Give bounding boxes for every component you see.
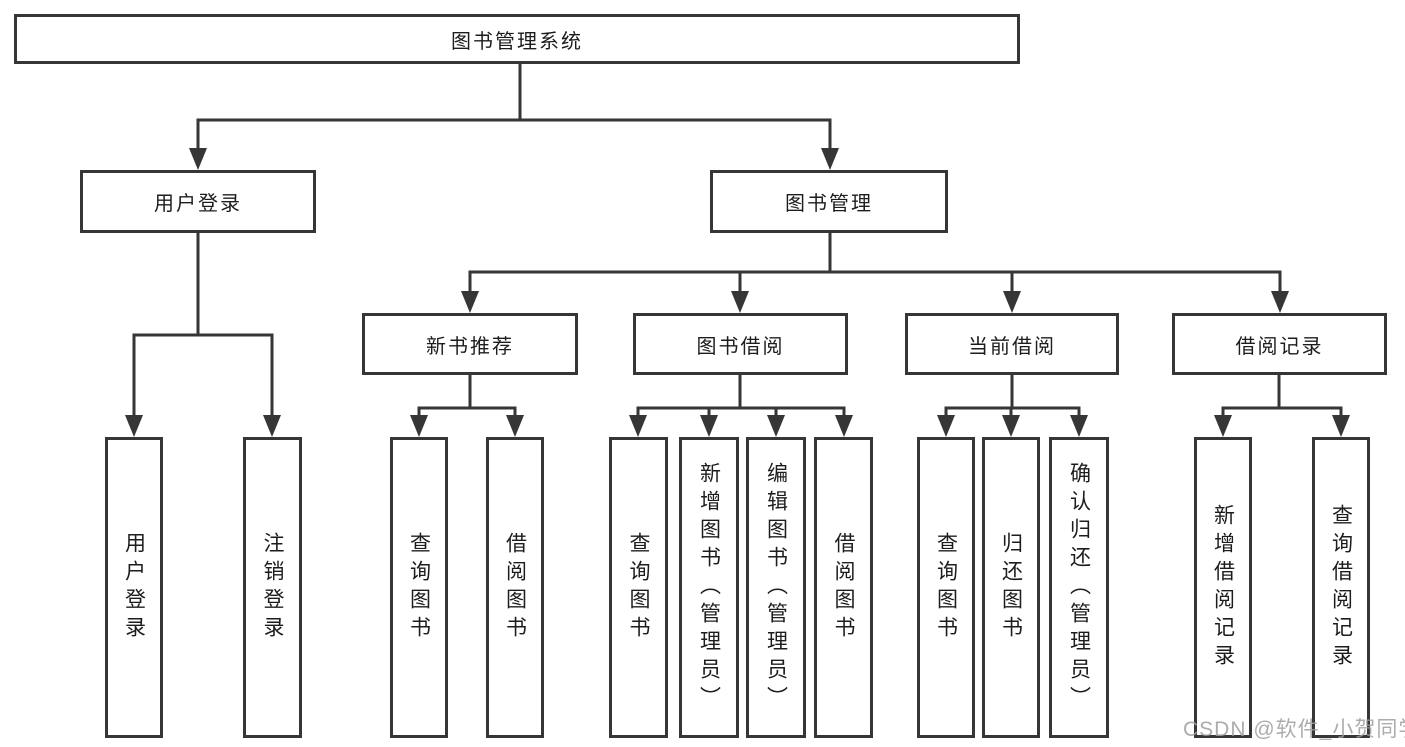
leaf-user-login: 用户登录 xyxy=(105,437,163,738)
leaf-query-book-2: 查询图书 xyxy=(609,437,668,738)
leaf-logout: 注销登录 xyxy=(243,437,302,738)
node-borrow-record: 借阅记录 xyxy=(1172,313,1387,375)
leaf-query-book-1: 查询图书 xyxy=(390,437,448,738)
node-current-borrow: 当前借阅 xyxy=(905,313,1119,375)
leaf-add-book-admin: 新增图书（管理员） xyxy=(679,437,739,738)
csdn-watermark: CSDN @软件_小贺同学 xyxy=(1183,718,1405,741)
leaf-edit-book-admin: 编辑图书（管理员） xyxy=(746,437,806,738)
leaf-borrow-book-1: 借阅图书 xyxy=(486,437,544,738)
leaf-query-borrow-record: 查询借阅记录 xyxy=(1312,437,1370,738)
node-library-management-system: 图书管理系统 xyxy=(14,14,1020,64)
node-book-management: 图书管理 xyxy=(710,170,948,233)
node-new-book-recommend: 新书推荐 xyxy=(362,313,578,375)
leaf-add-borrow-record: 新增借阅记录 xyxy=(1194,437,1252,738)
leaf-query-book-3: 查询图书 xyxy=(917,437,975,738)
leaf-return-book: 归还图书 xyxy=(982,437,1040,738)
leaf-borrow-book-2: 借阅图书 xyxy=(814,437,873,738)
leaf-confirm-return-admin: 确认归还（管理员） xyxy=(1049,437,1109,738)
node-book-borrow: 图书借阅 xyxy=(633,313,848,375)
node-user-login: 用户登录 xyxy=(80,170,316,233)
